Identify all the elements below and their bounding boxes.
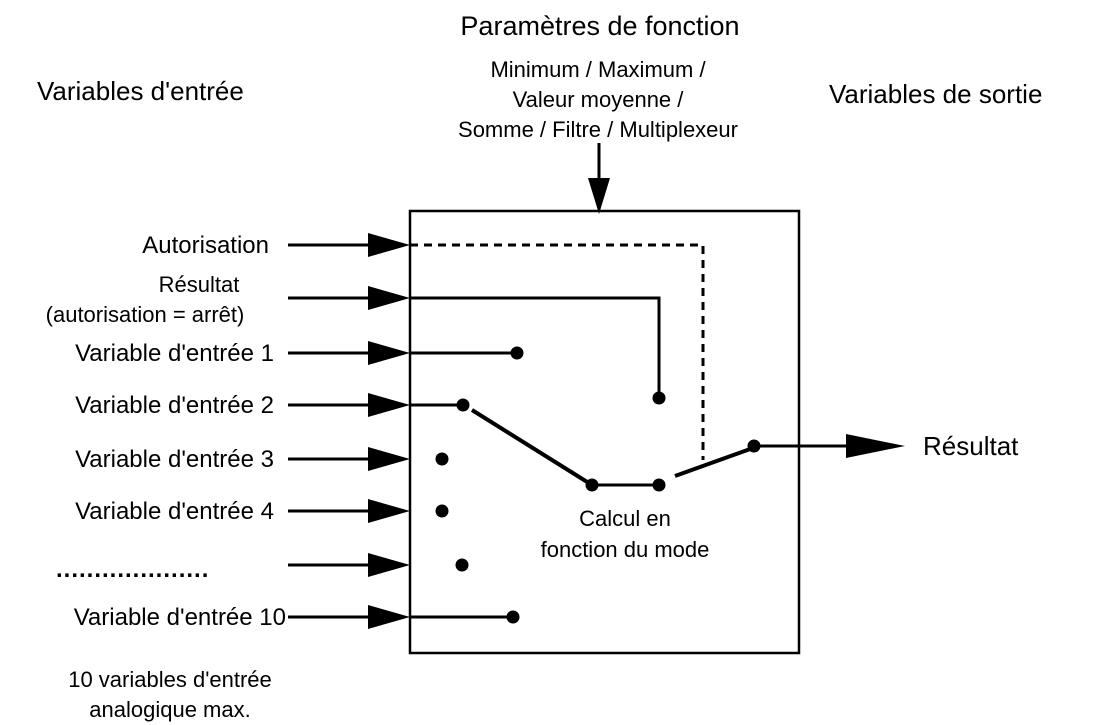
function-block-frame [408, 209, 801, 655]
contact-var3 [435, 452, 449, 466]
contact-var2 [456, 398, 470, 412]
resultat-feedback-contact [652, 391, 666, 405]
input-arrow-var2 [288, 393, 410, 417]
footnote-line2: analogique max. [89, 697, 251, 722]
calc-label-line1: Calcul en [579, 506, 671, 531]
function-params-heading: Paramètres de fonction [460, 11, 740, 41]
autorisation-dashed-line [410, 243, 705, 460]
input-arrow-var3 [288, 447, 410, 471]
input-label-autorisation: Autorisation [142, 232, 269, 259]
input-arrow-autorisation [288, 233, 410, 257]
input-label-resultat: Résultat [158, 272, 240, 297]
contact-var4 [435, 504, 449, 518]
function-modes-line3: Somme / Filtre / Multiplexeur [458, 117, 738, 142]
input-label-ellipsis: .................... [56, 556, 210, 583]
function-modes-line1: Minimum / Maximum / [490, 57, 706, 82]
input-arrow-var10 [288, 605, 410, 629]
contact-ellipsis [455, 558, 469, 572]
output-variables-heading: Variables de sortie [829, 79, 1043, 109]
function-modes-line2: Valeur moyenne / [512, 87, 684, 112]
footnote-line1: 10 variables d'entrée [68, 667, 272, 692]
input-arrow-var4 [288, 499, 410, 523]
input-arrow-var1 [288, 341, 410, 365]
input-label-var1: Variable d'entrée 1 [75, 340, 274, 367]
input-label-var3: Variable d'entrée 3 [75, 446, 274, 473]
output-label-resultat: Résultat [923, 431, 1019, 461]
calc-contact-out [652, 478, 666, 492]
input-label-var2: Variable d'entrée 2 [75, 392, 274, 419]
calc-contact-in [585, 478, 599, 492]
output-switch-arm [674, 446, 754, 478]
calc-label-line2: fonction du mode [540, 537, 710, 562]
input-arrow-resultat [288, 286, 410, 310]
resultat-feedback-line [410, 296, 661, 398]
contact-var1 [510, 346, 524, 360]
input-label-resultat-condition: (autorisation = arrêt) [45, 302, 245, 327]
input-arrow-ellipsis [288, 553, 410, 577]
input-label-var4: Variable d'entrée 4 [75, 498, 274, 525]
selector-switch-arm [470, 408, 594, 487]
output-arrow [754, 434, 905, 458]
input-variables-heading: Variables d'entrée [37, 76, 244, 106]
input-label-var10: Variable d'entrée 10 [73, 604, 286, 631]
contact-var10 [506, 610, 520, 624]
function-params-arrow [588, 143, 610, 214]
